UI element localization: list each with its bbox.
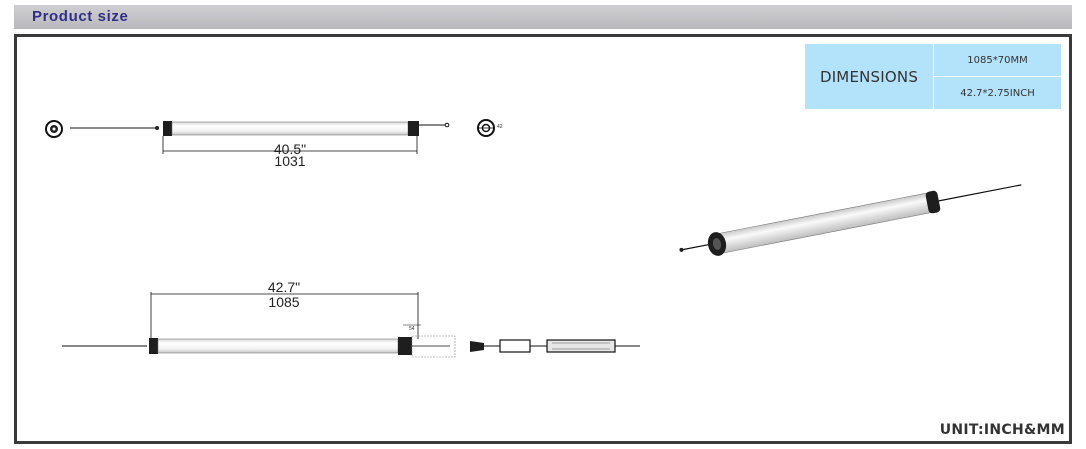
section-title: Product size — [32, 8, 129, 25]
tube-cap-right-bottom — [398, 337, 412, 355]
tube-body-bottom — [157, 338, 399, 354]
end-cap-left-icon — [45, 120, 63, 138]
bottom-length-inch: 42.7" — [268, 279, 300, 295]
tube-cap-left-bottom — [149, 338, 158, 354]
inline-box — [499, 339, 531, 353]
driver-icon — [546, 339, 616, 353]
tube-cap-3d-right — [925, 190, 941, 214]
top-length-inch: 40.5" — [274, 141, 306, 157]
plug-connector-icon — [470, 341, 500, 352]
tube-cap-right — [408, 121, 419, 136]
bottom-length-mm: 1085 — [268, 294, 299, 310]
unit-note: UNIT:INCH&MM — [939, 422, 1065, 438]
bottom-view: 42.7" 1085 54 — [62, 279, 640, 358]
top-view: 40.5" 1031 42 — [45, 119, 503, 169]
top-length-mm: 1031 — [274, 153, 305, 169]
dimension-line-top — [162, 136, 418, 154]
tube-body-3d — [715, 192, 937, 254]
dimensions-inch: 42.7*2.75INCH — [933, 76, 1062, 110]
dimensions-table: DIMENSIONS 1085*70MM 42.7*2.75INCH — [804, 43, 1062, 110]
end-small-label: 54 — [409, 326, 415, 332]
end-cap-right-icon — [477, 119, 495, 137]
dimension-line-bottom — [150, 292, 419, 339]
tube-cap-left — [163, 121, 172, 136]
tube-body — [171, 121, 409, 136]
end-cap-small-label: 42 — [497, 124, 503, 130]
drawing-frame: DIMENSIONS 1085*70MM 42.7*2.75INCH UNIT:… — [14, 34, 1072, 444]
section-header: Product size — [14, 5, 1072, 29]
perspective-view — [679, 184, 1022, 256]
